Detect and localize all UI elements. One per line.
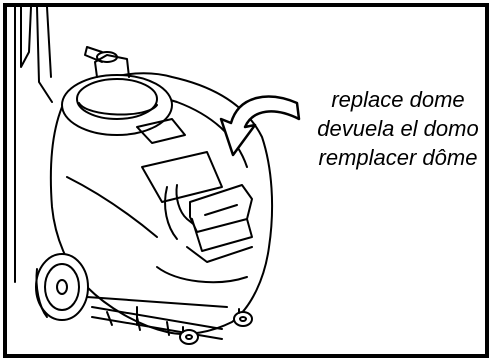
rear-wheel: [35, 253, 89, 321]
dome: [61, 46, 173, 136]
caption-spanish: devuela el domo: [317, 116, 479, 141]
front-panel: [156, 246, 253, 284]
illustration-panel: replace dome devuela el domo remplacer d…: [3, 3, 489, 358]
curved-arrow-icon: [219, 95, 301, 157]
front-casters: [179, 308, 253, 345]
base-squeegee: [91, 306, 223, 340]
carpet-extractor-illustration: [14, 7, 301, 345]
hand-with-dome: [164, 184, 253, 252]
caption-french: remplacer dôme: [318, 145, 478, 170]
machine-handle: [14, 7, 53, 283]
caption-english: replace dome: [331, 87, 465, 112]
instruction-caption: replace dome devuela el domo remplacer d…: [303, 85, 485, 172]
dome-recess: [136, 118, 223, 203]
